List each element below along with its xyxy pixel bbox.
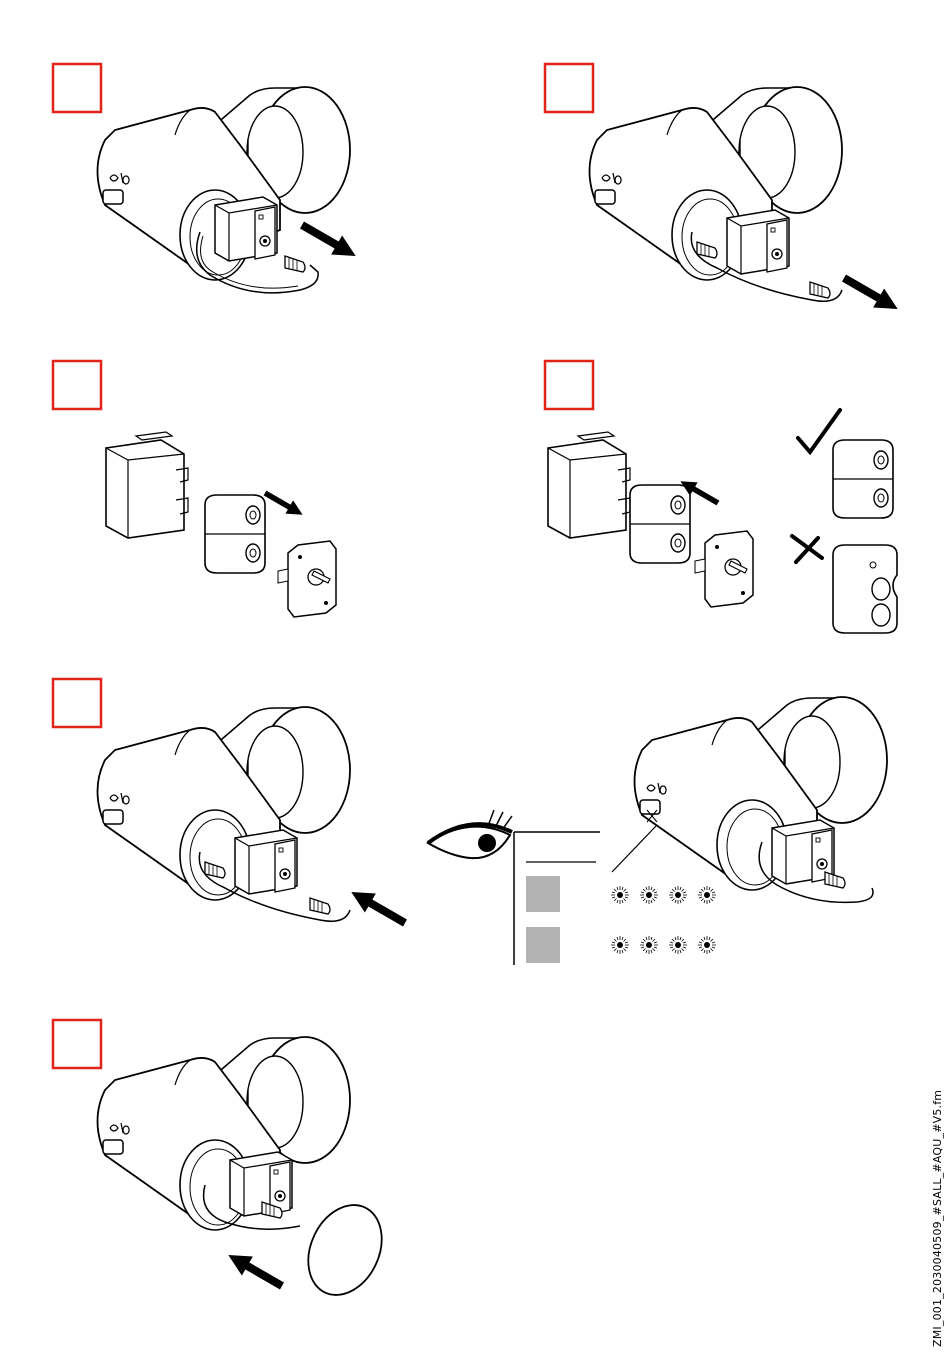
step-1-figure (98, 87, 362, 293)
cross-mark-icon (792, 536, 822, 562)
step-box-2 (545, 64, 593, 112)
indicator-row-2 (611, 936, 716, 954)
status-square-2 (526, 927, 560, 963)
status-square-1 (526, 876, 560, 912)
step-5-figure (98, 707, 411, 933)
step-5-faucet-sensor (635, 697, 888, 902)
battery-cover (294, 1193, 395, 1307)
step-6-figure (98, 1037, 396, 1307)
step-box-1 (53, 64, 101, 112)
step-4-figure (548, 410, 897, 633)
step-box-5 (53, 679, 101, 727)
eye-icon (428, 810, 512, 858)
indicator-row-1 (611, 886, 716, 904)
step-box-3 (53, 361, 101, 409)
document-footer-code: ZMI_001_2030040509_#SALL_#AQU_#V5.fm (931, 1090, 944, 1347)
step-box-4 (545, 361, 593, 409)
step-2-figure (590, 87, 904, 319)
step-box-6 (53, 1020, 101, 1068)
step-3-figure (106, 432, 336, 617)
